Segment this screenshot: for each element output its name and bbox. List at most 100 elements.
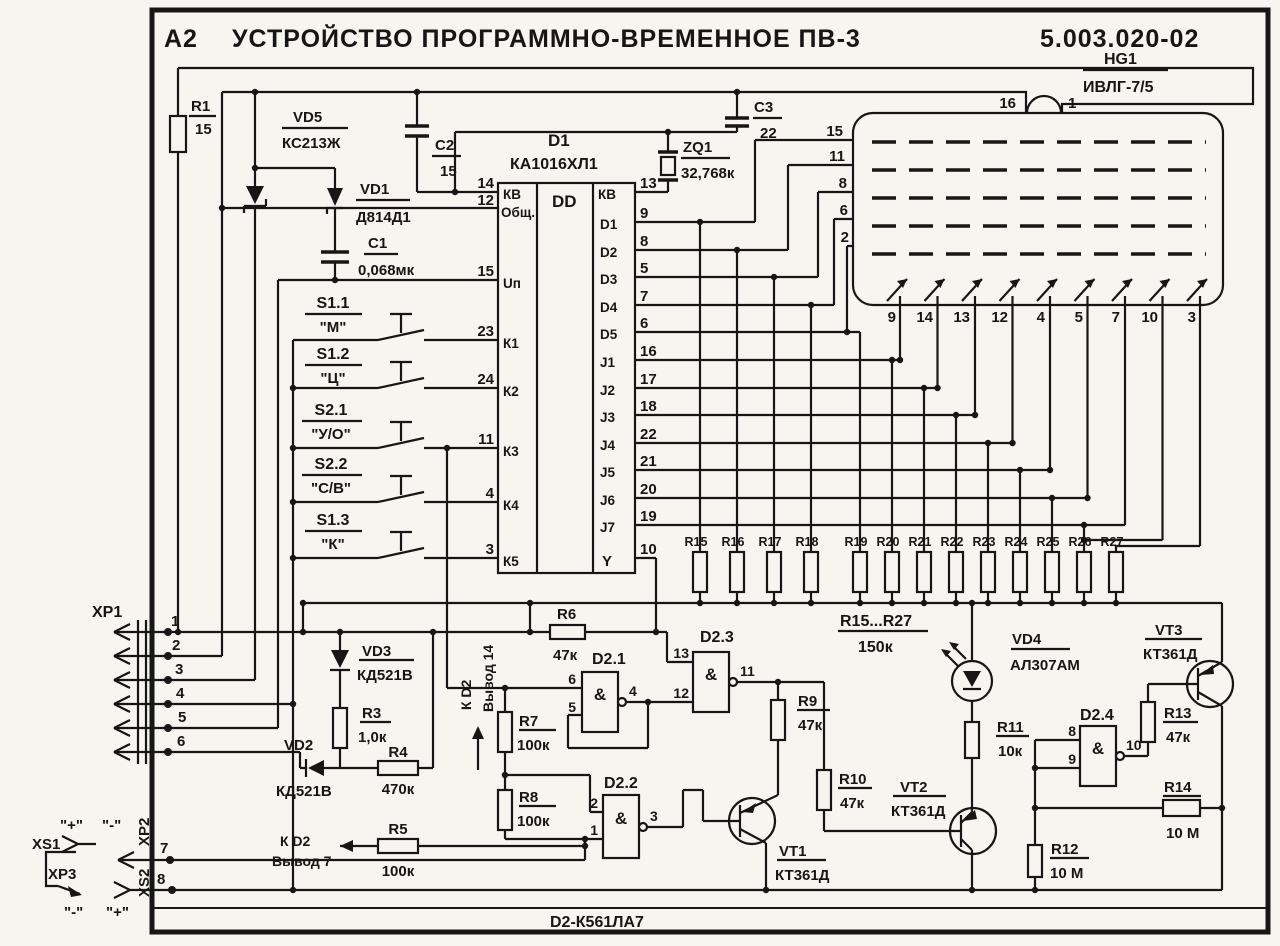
ic-pin-num-4: 4	[486, 485, 495, 502]
r15-ref: R15	[685, 535, 708, 549]
vd3-value: КД521В	[357, 667, 413, 684]
page-title: УСТРОЙСТВО ПРОГРАММНО-ВРЕМЕННОЕ ПВ-3	[232, 23, 861, 53]
ic-pin-name-j6: J6	[600, 493, 616, 508]
ic-pin-num-14: 14	[477, 175, 494, 192]
gate-d24-symbol: &	[1092, 739, 1104, 758]
ic-d1-ref: D1	[548, 131, 570, 150]
xp1-pin-2: 2	[172, 637, 180, 654]
ic-pin-name-un: Uп	[503, 276, 521, 291]
r19-ref: R19	[845, 535, 868, 549]
gate-d24-out: 10	[1126, 737, 1142, 753]
capacitor-symbols	[321, 116, 749, 264]
ic-pin-num-6: 6	[640, 315, 648, 332]
vt2-value: КТ361Д	[891, 803, 946, 820]
gate-d22-ref: D2.2	[604, 775, 638, 792]
r22-ref: R22	[941, 535, 964, 549]
gate-d24-ref: D2.4	[1080, 707, 1114, 724]
r26-ref: R26	[1069, 535, 1092, 549]
r24-ref: R24	[1005, 535, 1028, 549]
r5-ref: R5	[388, 821, 407, 838]
ic-pin-num-7: 7	[640, 288, 648, 305]
c3-ref: С3	[754, 99, 773, 116]
gate-symbols	[580, 650, 1126, 860]
note-arrows	[68, 726, 484, 897]
xp1-pin-6: 6	[177, 733, 185, 750]
polarity-minus-bottom: "-"	[64, 904, 83, 921]
ic-pin-name-k2: К2	[503, 384, 519, 399]
vd4-value: АЛ307АМ	[1010, 657, 1080, 674]
vt1-value: КТ361Д	[775, 867, 830, 884]
connector-xp1-label: ХР1	[92, 604, 122, 621]
ic-pin-name-k1: К1	[503, 336, 519, 351]
note-to-d2-pin14-line1: К D2	[458, 679, 474, 710]
note-to-d2-pin7-line2: Вывод 7	[272, 853, 332, 869]
resistor-symbols	[168, 114, 1202, 879]
r17-ref: R17	[759, 535, 782, 549]
sheet-frame	[149, 7, 1271, 935]
c3-value: 22	[760, 125, 777, 142]
ic-pin-name-j3: J3	[600, 410, 616, 425]
vd2-value: КД521В	[276, 783, 332, 800]
ic-pin-name-d3: D3	[600, 272, 618, 287]
switch-s11-ref: S1.1	[317, 295, 350, 312]
r21-ref: R21	[909, 535, 932, 549]
ic-pin-name-k3: К3	[503, 444, 519, 459]
c1-ref: С1	[368, 235, 387, 252]
switch-symbols	[377, 312, 425, 560]
ic-pin-num-18: 18	[640, 398, 657, 415]
r13-value: 47к	[1166, 729, 1191, 746]
r1-value: 15	[195, 121, 212, 138]
transistor-symbols	[727, 659, 1235, 856]
hg1-grid-pin-7: 10	[1141, 309, 1158, 326]
connector-xp3-label: ХР3	[48, 866, 76, 883]
ic-pin-name-d4: D4	[600, 300, 618, 315]
wire-network	[168, 66, 1255, 892]
note-to-d2-pin14-line2: Вывод 14	[480, 645, 496, 712]
ic-pin-name-d2: D2	[600, 245, 617, 260]
r10-value: 47к	[840, 795, 865, 812]
r13-ref: R13	[1164, 705, 1192, 722]
connector-xs2-label: XS2	[136, 869, 153, 897]
vd4-ref: VD4	[1012, 631, 1042, 648]
vt1-ref: VT1	[779, 843, 807, 860]
crystal-zq1-symbol	[658, 150, 678, 182]
r1-ref: R1	[191, 98, 210, 115]
ic-pin-name-k4: К4	[503, 498, 519, 513]
ic-pin-num-20: 20	[640, 481, 657, 498]
ic-pin-name-j2: J2	[600, 383, 615, 398]
ic-pin-name-j5: J5	[600, 465, 616, 480]
hg1-anode-pin-15: 15	[826, 123, 843, 140]
r8-ref: R8	[519, 789, 538, 806]
gate-d22-in2: 1	[590, 822, 598, 838]
switch-s22-caption: "С/В"	[311, 480, 351, 497]
gate-d21-ref: D2.1	[592, 651, 626, 668]
r3-value: 1,0к	[358, 729, 387, 746]
ic-d1-func: DD	[552, 192, 577, 211]
hg1-grid-pin-0: 9	[888, 309, 896, 326]
display-hg1-body	[851, 94, 1225, 307]
vd5-ref: VD5	[293, 109, 322, 126]
r14-ref: R14	[1164, 779, 1192, 796]
vt3-ref: VT3	[1155, 622, 1183, 639]
ic-pin-num-21: 21	[640, 453, 657, 470]
ic-pin-num-19: 19	[640, 508, 657, 525]
ic-pin-name-j1: J1	[600, 355, 616, 370]
ic-pin-num-9: 9	[640, 205, 648, 222]
r7-value: 100к	[517, 737, 550, 754]
r23-ref: R23	[973, 535, 996, 549]
note-to-d2-pin7-line1: К D2	[280, 833, 311, 849]
hg1-pin16: 16	[999, 95, 1016, 112]
pull-resistor-group-label: R15...R27	[840, 613, 912, 630]
polarity-minus-top: "-"	[102, 817, 121, 834]
c1-value: 0,068мк	[358, 262, 415, 279]
ic-pin-num-12: 12	[477, 192, 494, 209]
r11-value: 10к	[998, 743, 1023, 760]
r25-ref: R25	[1037, 535, 1060, 549]
hg1-grid-pin-5: 5	[1075, 309, 1083, 326]
r8-value: 100к	[517, 813, 550, 830]
hg1-anode-pin-8: 8	[839, 175, 847, 192]
gate-d23-symbol: &	[705, 665, 717, 684]
xp2-pin-7: 7	[160, 840, 168, 857]
ic-pin-num-3: 3	[486, 541, 494, 558]
